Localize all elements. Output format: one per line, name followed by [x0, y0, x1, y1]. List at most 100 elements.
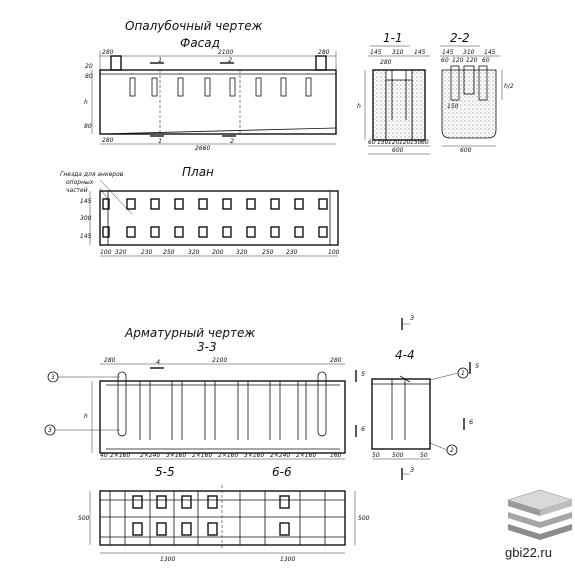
dim-s44-a: 50 — [372, 452, 380, 459]
dim-s22-sub-d: 60 — [482, 57, 490, 64]
dim-rein-top-a: 280 — [104, 357, 116, 364]
dim-rein-1: 2×160 — [110, 452, 130, 459]
title-section-4-4: 4-4 — [395, 348, 415, 362]
dim-plan-0: 100 — [100, 249, 112, 256]
brand-text[interactable]: gbi22.ru — [505, 545, 552, 560]
callout-3-bottom: 3 — [48, 427, 52, 434]
plan-slots — [102, 198, 328, 238]
section-3-3: 3-3 280 2100 280 4 h 40 2×160 2×240 3×16… — [44, 314, 414, 480]
title-section-6-6: 6-6 — [272, 465, 292, 479]
section-5-5-6-6: 5-5 6-6 500 500 1300 1300 — [78, 465, 370, 563]
dim-rein-6: 3×160 — [244, 452, 264, 459]
title-section-5-5: 5-5 — [155, 465, 175, 479]
dim-rein-4: 2×160 — [192, 452, 212, 459]
dim-s22-sub-b: 120 — [452, 57, 464, 64]
dim-s22-l: 150 — [447, 103, 459, 110]
title-formwork: Опалубочный чертеж — [125, 19, 263, 33]
dim-s22-top-c: 145 — [484, 49, 496, 56]
rein-stirrups — [117, 371, 327, 440]
dim-rein-0: 40 — [100, 452, 108, 459]
dim-plan-8: 230 — [286, 249, 298, 256]
dim-s44-c: 50 — [420, 452, 428, 459]
dim-facade-left-b: 80 — [85, 73, 93, 80]
dim-s66-right: 500 — [358, 515, 370, 522]
dim-s11-top-a: 145 — [370, 49, 382, 56]
plan-note-line2: опорных — [66, 179, 94, 186]
callout-3-top: 3 — [51, 374, 55, 381]
dim-s11-bot-d: 120 — [399, 139, 411, 146]
dim-plan-7: 250 — [262, 249, 274, 256]
dim-s56-bottom-left: 1300 — [160, 556, 175, 563]
dim-s11-bot-b: 150 — [377, 139, 389, 146]
dim-plan-side-c: 145 — [80, 233, 92, 240]
section-mark-6-right: 6 — [469, 418, 473, 426]
dim-s11-bot-e: 150 — [410, 139, 422, 146]
brand-logo — [506, 489, 574, 540]
dim-s22-top-a: 145 — [442, 49, 454, 56]
dim-s11-bot-f: 60 — [421, 139, 429, 146]
title-section-3-3: 3-3 — [197, 340, 217, 354]
plan-note-line1: Гнезда для анкеров — [60, 171, 124, 178]
dim-s22-r: h/2 — [504, 83, 514, 90]
title-plan: План — [182, 165, 214, 179]
dim-s22-sub-a: 60 — [441, 57, 449, 64]
section-mark-3-bottom: 3 — [410, 466, 414, 474]
section-mark-4: 4 — [156, 358, 160, 366]
section-mark-6-left: 6 — [361, 425, 365, 433]
dim-rein-top-c: 280 — [330, 357, 342, 364]
dim-plan-3: 250 — [163, 249, 175, 256]
dim-rein-top-b: 2100 — [212, 357, 227, 364]
section-2-2: 2-2 145 310 145 60 120 120 60 150 h/2 60… — [440, 31, 514, 154]
facade-view: 280 2100 280 1 2 20 — [84, 49, 337, 152]
s56-slots — [132, 495, 290, 536]
dim-rein-h: h — [84, 413, 88, 420]
dim-s11-top-c: 145 — [414, 49, 426, 56]
dim-plan-side-a: 145 — [80, 198, 92, 205]
dim-plan-side-b: 300 — [80, 215, 92, 222]
dim-s55-left: 500 — [78, 515, 90, 522]
dim-plan-2: 230 — [141, 249, 153, 256]
plan-view: План Гнезда для анкеров опорных частей 1… — [60, 165, 340, 257]
section-mark-1-top: 1 — [158, 56, 162, 64]
plan-note-line3: частей — [66, 187, 88, 194]
dim-s22-top-b: 310 — [463, 49, 475, 56]
callout-2: 2 — [450, 447, 454, 454]
dim-facade-left-a: 20 — [85, 63, 93, 70]
dim-s11-top-b: 310 — [392, 49, 404, 56]
dim-s56-bottom-right: 1300 — [280, 556, 295, 563]
dim-facade-bottom-left: 280 — [102, 137, 114, 144]
section-mark-5-right: 5 — [475, 362, 479, 370]
dim-facade-top-left: 280 — [102, 49, 114, 56]
dim-plan-9: 100 — [328, 249, 340, 256]
dim-rein-7: 2×240 — [270, 452, 290, 459]
dim-s44-b: 500 — [392, 452, 404, 459]
rein-dim-row: 40 2×160 2×240 3×160 2×160 2×160 3×160 2… — [100, 452, 342, 459]
dim-s11-bot-c: 120 — [388, 139, 400, 146]
dim-plan-4: 320 — [188, 249, 200, 256]
section-mark-1-bottom: 1 — [158, 137, 162, 145]
callout-1: 1 — [461, 370, 465, 377]
section-mark-3-top: 3 — [410, 314, 414, 322]
dim-s11-bot-a: 60 — [368, 139, 376, 146]
dim-facade-top-right: 280 — [318, 49, 330, 56]
section-mark-2-bottom: 2 — [230, 137, 234, 145]
section-mark-5-left: 5 — [361, 370, 365, 378]
plan-dim-row: 100 320 230 250 320 200 320 250 230 100 — [100, 249, 340, 256]
dim-s22-width: 600 — [460, 147, 472, 154]
title-facade: Фасад — [180, 36, 220, 50]
dim-facade-bottom: 2660 — [195, 145, 210, 152]
dim-rein-2: 2×240 — [140, 452, 160, 459]
dim-s11-sub: 280 — [380, 59, 392, 66]
dim-s11-width: 600 — [392, 147, 404, 154]
dim-rein-3: 3×160 — [166, 452, 186, 459]
dim-s22-sub-c: 120 — [466, 57, 478, 64]
title-section-1-1: 1-1 — [383, 31, 403, 45]
title-reinforcement: Арматурный чертеж — [124, 326, 255, 340]
dim-plan-5: 200 — [212, 249, 224, 256]
dim-facade-h: h — [84, 99, 88, 106]
dim-plan-6: 320 — [236, 249, 248, 256]
dim-rein-5: 2×160 — [218, 452, 238, 459]
title-section-2-2: 2-2 — [450, 31, 470, 45]
